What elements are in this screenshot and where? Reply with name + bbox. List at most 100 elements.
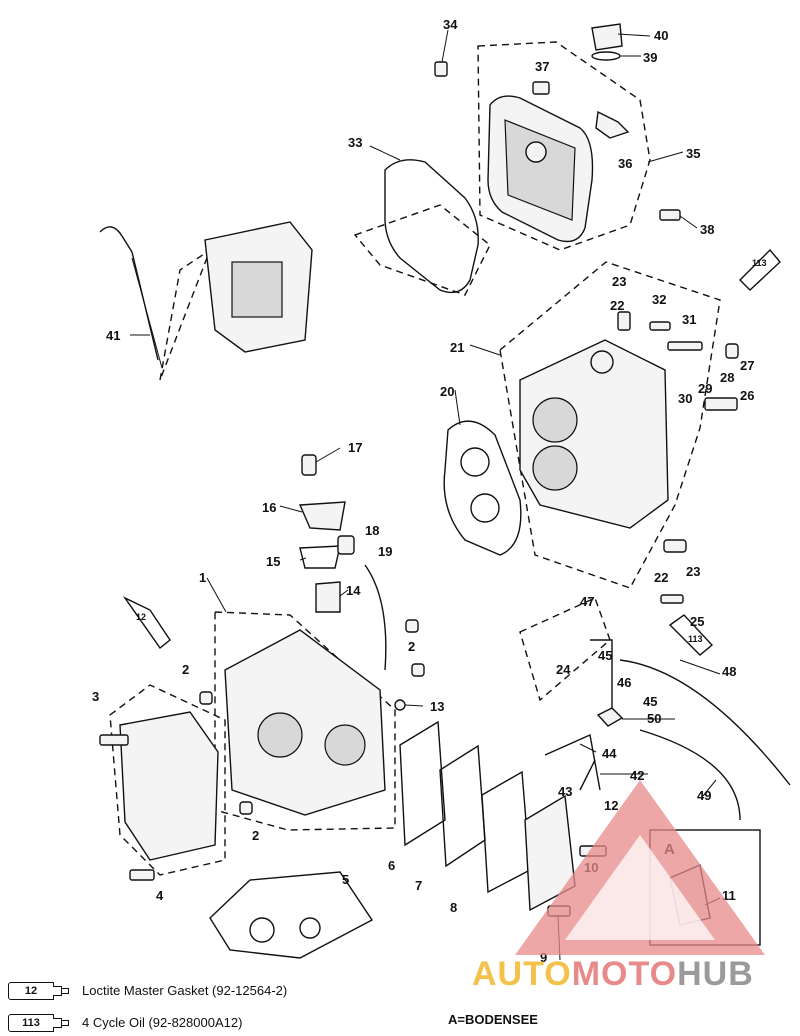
callout-number: 31 — [682, 312, 696, 327]
callout-number: 2 — [408, 639, 415, 654]
callout-number: 24 — [556, 662, 571, 677]
leader — [279, 505, 303, 513]
leader — [617, 33, 651, 37]
dipstick — [99, 226, 159, 361]
leader — [454, 389, 461, 426]
callout-number: 25 — [690, 614, 704, 629]
callout-number: 23 — [612, 274, 626, 289]
callout-number: 35 — [686, 146, 700, 161]
head-bolt — [649, 321, 671, 331]
sealant-tube-113-lower — [668, 614, 714, 656]
thermostat-cover — [298, 501, 346, 531]
callout-number: 27 — [740, 358, 754, 373]
hose-fitting — [337, 535, 355, 555]
crankcase-cover-group-outline — [109, 684, 226, 876]
callout-number: 22 — [610, 298, 624, 313]
callout-number: 4 — [156, 888, 164, 903]
leader — [679, 215, 698, 229]
lower-bolt — [660, 594, 684, 604]
crankcase-cover — [119, 711, 219, 861]
callout-number: 26 — [740, 388, 754, 403]
legend-text: Loctite Master Gasket (92-12564-2) — [82, 982, 288, 998]
callout-number: 3 — [92, 689, 99, 704]
powerhead-reference-detail — [231, 261, 283, 318]
head-stud — [617, 311, 631, 331]
gasket-group-outline — [353, 204, 491, 296]
base-gasket-bore-a — [249, 917, 275, 943]
callout-number: 48 — [722, 664, 736, 679]
leader — [469, 344, 501, 356]
leader — [369, 145, 401, 161]
head-gasket — [443, 420, 522, 556]
rocker-cover-gasket — [384, 159, 479, 294]
leader — [206, 577, 227, 613]
callout-number: 5 — [342, 872, 349, 887]
cylinder-bore-upper — [257, 712, 303, 758]
callout-number: 40 — [654, 28, 668, 43]
hose-49 — [639, 729, 741, 821]
callout-number: 19 — [378, 544, 392, 559]
cylinder-bore-lower — [324, 724, 366, 766]
callout-number: 45 — [598, 648, 612, 663]
callout-number: 15 — [266, 554, 280, 569]
callout-number: 8 — [450, 900, 457, 915]
tube-code: 113 — [8, 1014, 54, 1032]
water-hose — [364, 564, 387, 671]
watermark-brand: AUTOMOTOHUB — [472, 955, 754, 994]
oil-filler-port — [525, 141, 547, 163]
callout-number: 2 — [252, 828, 259, 843]
cover-bolt — [434, 61, 448, 77]
callout-number: 44 — [602, 746, 617, 761]
anode-housing — [663, 539, 687, 553]
callout-number: 18 — [365, 523, 379, 538]
dowel-pin-a — [199, 691, 213, 705]
dipstick-shaft — [131, 257, 163, 369]
head-gasket-bore-lower — [470, 493, 500, 523]
cover-bolt-4 — [129, 869, 155, 881]
head-port — [590, 350, 614, 374]
callout-number: 11 — [722, 888, 736, 903]
watermark-part-hub: HUB — [677, 955, 754, 993]
callout-number: 49 — [697, 788, 711, 803]
callout-number: 38 — [700, 222, 714, 237]
thermostat — [315, 581, 341, 613]
thermostat-gasket — [299, 545, 341, 569]
callout-number: 50 — [647, 711, 661, 726]
callout-number: 34 — [443, 17, 458, 32]
watermark-triangle — [515, 780, 765, 955]
callout-number: 39 — [643, 50, 657, 65]
watermark-triangle-inner — [565, 835, 715, 940]
cover-screw — [659, 209, 681, 221]
leader — [404, 704, 424, 707]
variant-footnote: A=BODENSEE — [448, 1012, 538, 1027]
combustion-chamber-lower — [532, 445, 578, 491]
callout-number: 9 — [540, 950, 547, 965]
callout-number: 7 — [415, 878, 422, 893]
leader — [315, 447, 341, 463]
callout-number: 113 — [688, 634, 703, 644]
long-head-bolt — [667, 341, 703, 351]
callout-number: 17 — [348, 440, 362, 455]
dowel-pin-b — [405, 619, 419, 633]
spark-plug — [704, 397, 738, 411]
base-gasket — [209, 871, 374, 959]
oil-filler-cap — [591, 23, 623, 51]
callout-number: 41 — [106, 328, 120, 343]
callout-number: 29 — [698, 381, 712, 396]
callout-number: 21 — [450, 340, 464, 355]
watermark-part-auto: AUTO — [472, 955, 572, 993]
watermark-part-moto: MOTO — [571, 955, 678, 993]
head-gasket-bore-upper — [460, 447, 490, 477]
callout-number: 2 — [182, 662, 189, 677]
leader — [299, 557, 307, 561]
callout-number: 42 — [630, 768, 644, 783]
leader — [679, 659, 721, 675]
dipstick-group-outline — [159, 248, 212, 381]
callout-number: 28 — [720, 370, 734, 385]
dowel-pin-c — [411, 663, 425, 677]
tube-code: 12 — [8, 982, 54, 1000]
cylinder-head-group-outline — [499, 261, 721, 589]
callout-number: 45 — [643, 694, 657, 709]
callout-number: 37 — [535, 59, 549, 74]
legend-row: 113 4 Cycle Oil (92-828000A12) — [8, 1010, 428, 1034]
